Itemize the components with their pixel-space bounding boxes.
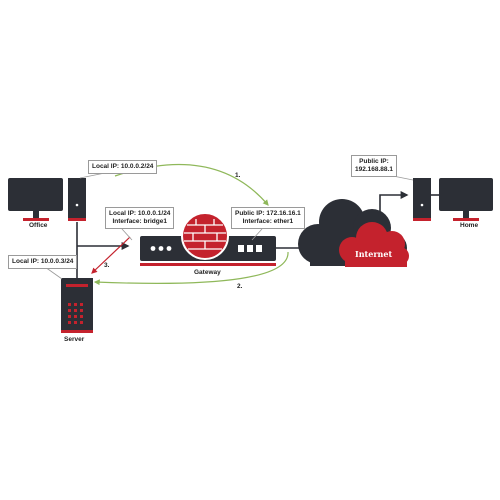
flow-arrow-3 — [91, 236, 131, 274]
home-pc-tower-icon — [413, 178, 431, 221]
internet-red-cloud-icon — [339, 222, 409, 267]
server-ip-callout: Local IP: 10.0.0.3/24 — [8, 255, 78, 269]
office-label: Office — [29, 222, 48, 229]
home-ip-line1-text: Public IP: — [359, 158, 389, 165]
gateway-public-interface-text: Interface: ether1 — [242, 218, 294, 225]
server-label: Server — [64, 336, 85, 343]
gateway-local-ip-text: Local IP: 10.0.0.1/24 — [109, 210, 171, 217]
server-icon — [61, 278, 93, 333]
office-pc-ip-text: Local IP: 10.0.0.2/24 — [92, 163, 154, 170]
firewall-icon — [181, 212, 229, 260]
step-2-label: 2. — [237, 283, 243, 290]
cloud-to-home-link — [379, 191, 409, 218]
flow-arrow-2 — [93, 251, 289, 286]
gateway-local-interface-text: Interface: bridge1 — [112, 218, 167, 225]
step-3-label: 3. — [104, 262, 110, 269]
home-label: Home — [460, 222, 479, 229]
office-monitor-icon — [8, 178, 63, 221]
server-ip-text: Local IP: 10.0.0.3/24 — [12, 258, 74, 265]
gateway-public-ip-text: Public IP: 172.16.16.1 — [235, 210, 301, 217]
gateway-local-callout: Local IP: 10.0.0.1/24 Interface: bridge1 — [105, 207, 175, 229]
home-monitor-icon — [439, 178, 493, 221]
internet-label: Internet — [355, 249, 393, 259]
office-pc-tower-icon — [68, 178, 86, 221]
home-ip-line2-text: 192.168.88.1 — [355, 166, 393, 173]
home-ip-callout: Public IP: 192.168.88.1 — [351, 155, 397, 177]
gateway-label: Gateway — [194, 269, 221, 276]
office-pc-ip-callout: Local IP: 10.0.0.2/24 — [88, 160, 158, 174]
gateway-public-callout: Public IP: 172.16.16.1 Interface: ether1 — [231, 207, 305, 229]
step-1-label: 1. — [235, 172, 241, 179]
